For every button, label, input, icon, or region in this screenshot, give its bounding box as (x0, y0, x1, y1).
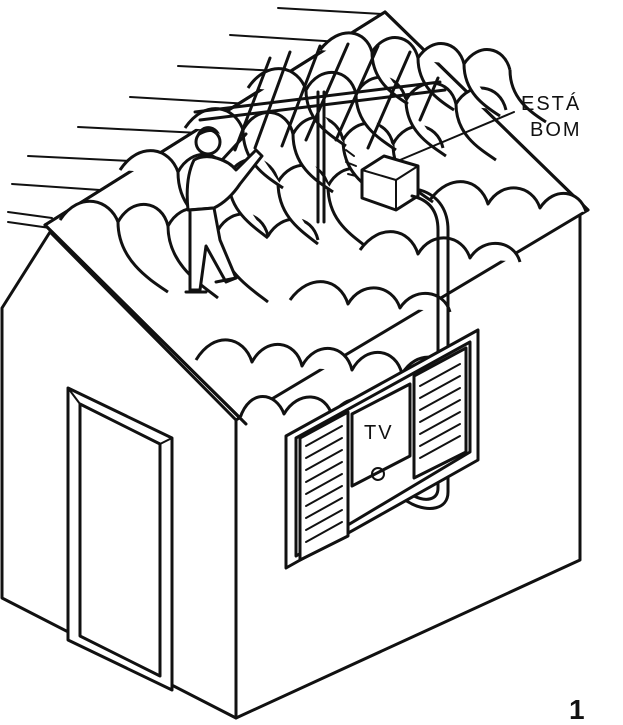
antenna-cable (374, 188, 450, 510)
status-label-bom: BOM (530, 119, 582, 141)
tv-set (350, 382, 412, 488)
door (66, 386, 174, 692)
figure-number: 1 (569, 694, 585, 725)
left-shutter-slats (305, 425, 343, 543)
antenna-amplifier-box (345, 149, 420, 212)
front-wall-base (235, 559, 581, 719)
tv-label: TV (364, 422, 394, 444)
man-adjusting-antenna (184, 126, 264, 294)
tv-antenna (193, 42, 447, 224)
status-label-esta: ESTÁ (521, 93, 582, 115)
right-shutter-slats (419, 363, 461, 459)
status-callout-line (399, 111, 515, 161)
roof-wind-lines (7, 7, 384, 229)
